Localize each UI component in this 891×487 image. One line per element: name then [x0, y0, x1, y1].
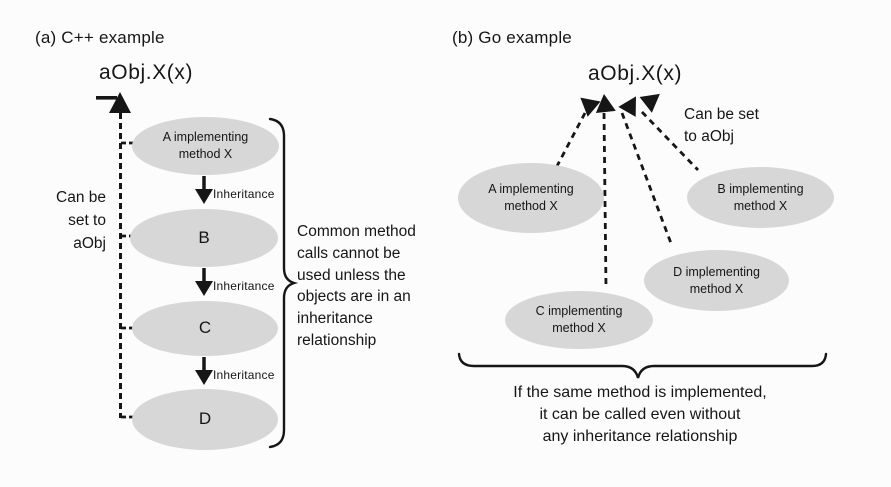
underline-dash — [96, 96, 117, 100]
dashed-link-line-c — [602, 112, 608, 288]
arrowhead-cluster-icon — [580, 93, 660, 117]
node-label: D implementing method X — [673, 264, 760, 296]
panel-a-title: (a) C++ example — [35, 28, 165, 47]
node-label: C implementing method X — [535, 304, 623, 335]
panel-a-node-d: D — [132, 389, 278, 450]
dashed-link-line-d — [620, 112, 674, 247]
panel-a-brace-note: Common method calls cannot be used unles… — [297, 223, 416, 349]
dashed-link-line-a — [554, 112, 587, 169]
up-arrow-icon — [109, 92, 131, 113]
node-label: A implementing method X — [162, 130, 249, 161]
panel-b-bottom-note: If the same method is implemented, it ca… — [513, 384, 767, 445]
inheritance-arrow-icon — [195, 357, 213, 385]
panel-b-node-a: A implementing method X — [458, 163, 604, 233]
panel-b-node-d: D implementing method X — [644, 250, 789, 311]
node-label: C — [198, 318, 212, 338]
node-label: B — [198, 227, 210, 247]
inheritance-arrow-icon — [195, 268, 213, 296]
panel-a-node-c: C — [132, 301, 278, 356]
panel-a-node-b: B — [130, 209, 278, 267]
panel-b-node-c: C implementing method X — [505, 291, 653, 349]
panel-a-node-a: A implementing method X — [132, 117, 279, 175]
dashed-link-line-b — [640, 111, 700, 171]
panel-b-title: (b) Go example — [452, 28, 572, 47]
inheritance-label: Inheritance — [213, 368, 275, 382]
node-label: A implementing method X — [488, 182, 574, 213]
inheritance-arrow-icon — [195, 176, 213, 204]
curly-brace-right — [268, 117, 299, 449]
panel-a-side-note: Can be set to aObj — [56, 189, 106, 252]
inheritance-label: Inheritance — [213, 279, 275, 293]
curly-brace-bottom — [457, 352, 828, 379]
panel-b-node-b: B implementing method X — [687, 167, 834, 228]
node-label: B implementing method X — [717, 181, 804, 213]
dashed-node-stubs — [121, 141, 135, 419]
node-label: D — [198, 409, 212, 429]
panel-a-call-expression: aObj.X(x) — [99, 61, 194, 84]
panel-b-side-note: Can be set to aObj — [684, 106, 759, 145]
inheritance-label: Inheritance — [213, 187, 275, 201]
panel-b-call-expression: aObj.X(x) — [588, 62, 683, 85]
